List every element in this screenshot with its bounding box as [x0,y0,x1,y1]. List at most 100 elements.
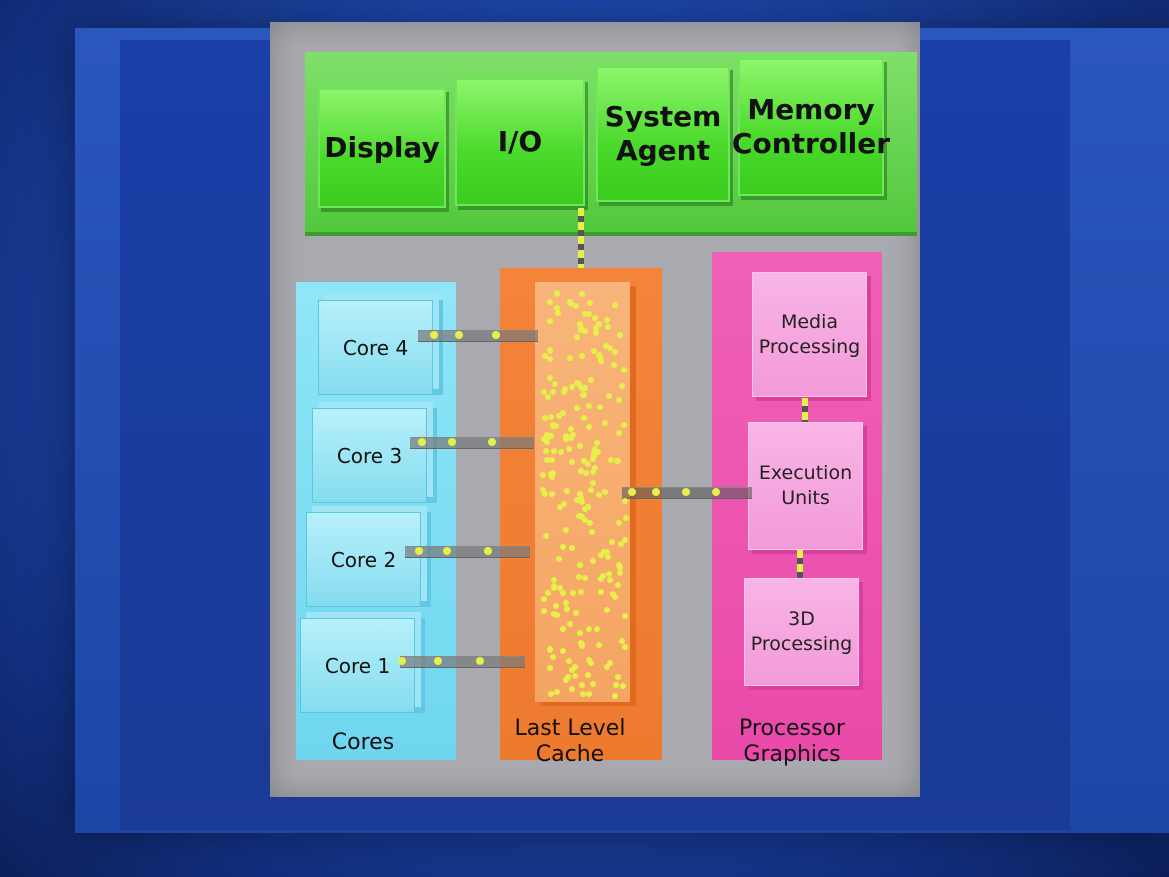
cache-cell-dot [563,432,570,439]
cache-cell-dot [547,375,554,382]
cache-cell-dot [621,498,628,505]
cache-cell-dot [559,589,566,596]
cache-label: Last Level Cache [514,716,626,768]
cache-cell-dot [615,429,622,436]
cache-cell-dot [586,423,593,430]
bus-dot [415,547,423,555]
cache-cell-dot [575,381,582,388]
execution-units-label: Execution Units [758,462,853,509]
system-agent-connector [578,208,584,280]
cache-cell-dot [540,487,546,494]
bus-dot [484,547,492,555]
cache-cell-dot [581,415,588,422]
bus-dot [455,331,463,339]
bus-dot [488,438,496,446]
3d-processing-label: 3D Processing [750,608,853,655]
cache-cell-dot [622,514,629,521]
cache-cell-dot [563,527,570,534]
cache-cell-dot [577,490,584,497]
cache-cell-dot [577,512,584,519]
cache-cell-dot [544,439,551,446]
cache-cell-dot [577,629,584,636]
exec-3d-connector [797,550,803,578]
cache-cell-dot [610,362,617,369]
cache-cell-dot [612,301,619,308]
cache-cell-dot [572,673,579,680]
media-processing-block: Media Processing [752,272,867,397]
cache-cell-dot [587,519,594,526]
display-block: Display [318,88,446,208]
cache-cell-dot [617,569,623,576]
cache-cell-dot [555,413,562,420]
cache-cell-dot [572,610,579,617]
cache-cell-dot [611,348,618,355]
cache-cell-dot [597,403,604,410]
cache-cell-dot [615,562,622,569]
cache-cell-dot [616,332,623,339]
cache-cell-dot [607,576,614,583]
cache-cell-dot [577,320,584,327]
cache-cell-dot [604,317,611,323]
cache-cell-dot [550,654,557,661]
cache-cell-dot [592,464,599,471]
cache-cell-dot [579,691,586,698]
cache-cell-dot [593,440,600,447]
media-processing-label: Media Processing [758,310,861,358]
cache-cell-dot [565,446,572,453]
cache-cell-dot [546,348,553,355]
cache-cell-dot [580,457,587,464]
cache-cell-dot [582,505,589,512]
cache-cell-dot [606,570,613,577]
cache-cell-dot [601,419,608,426]
cache-cell-dot [595,321,602,328]
core-block: Core 1 [300,618,415,713]
cache-cell-dot [591,445,598,452]
cache-cell-dot [541,389,548,396]
cache-cell-dot [547,691,554,698]
cache-cell-dot [589,479,596,486]
cache-cell-dot [550,448,557,455]
cache-cell-dot [562,600,569,607]
cache-cell-dot [554,612,561,619]
cache-cell-dot [593,324,600,331]
cache-cell-dot [603,343,610,350]
core2-bus [405,546,530,558]
cache-cell-dot [561,388,568,395]
io-label: I/O [497,125,543,159]
cache-cell-dot [569,431,576,438]
cache-cell-dot [615,673,622,680]
cache-cell-dot [607,345,614,352]
cache-cell-dot [578,467,585,474]
cache-cell-dot [579,391,586,398]
cache-cell-dot [589,468,596,475]
cache-cell-dot [547,413,554,420]
cache-cell-dot [567,434,574,441]
cache-cell-dot [547,317,554,324]
bus-dot [434,657,442,665]
execution-units-block: Execution Units [748,422,863,550]
cache-cell-dot [588,660,595,667]
cache-cell-dot [588,529,595,536]
cache-cell-dot [566,620,573,627]
cache-cell-dot [608,456,615,463]
cache-cell-dot [584,460,591,467]
core-block: Core 3 [312,408,427,503]
cache-cell-dot [613,457,620,464]
cache-cell-dot [547,432,554,439]
cache-cell-dot [580,385,586,392]
cache-cell-dot [551,583,558,590]
cache-cell-dot [557,503,563,510]
core-block: Core 4 [318,300,433,395]
cache-cell-dot [610,590,617,597]
cache-cell-dot [576,561,583,568]
cache-cell-dot [548,457,555,464]
cache-cell-dot [606,393,613,400]
cache-cell-dot [559,626,566,633]
cache-cell-dot [573,302,580,309]
cache-cell-dot [590,450,597,457]
system-agent-label: System Agent [604,100,722,167]
graphics-label: Processor Graphics [739,716,845,768]
cache-cell-dot [567,354,574,361]
cache-cell-dot [611,692,618,699]
cache-cell-dot [616,397,623,404]
